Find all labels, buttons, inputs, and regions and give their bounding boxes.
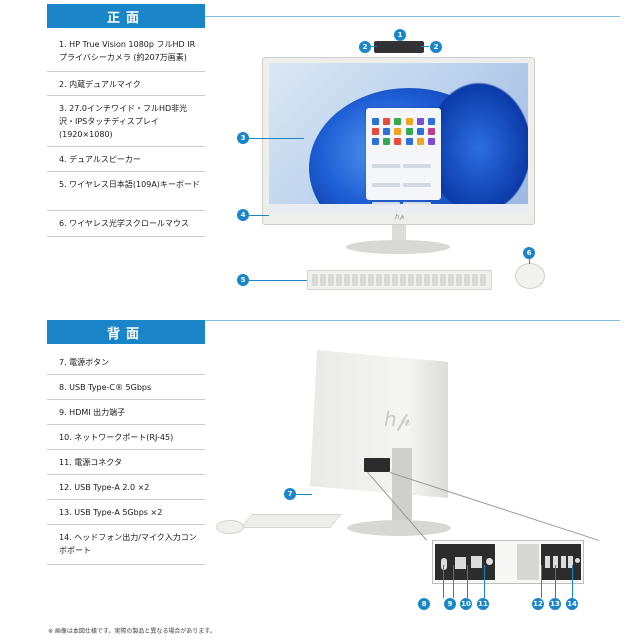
callout-badge-14: 14	[566, 598, 578, 610]
usb-a-port-icon	[561, 556, 566, 568]
port-panel-divider	[517, 544, 539, 580]
back-spec-list: 7. 電源ボタン 8. USB Type-C® 5Gbps 9. HDMI 出力…	[47, 350, 205, 565]
callout-badge-2: 2	[359, 41, 371, 53]
ethernet-port-icon	[471, 556, 482, 568]
display-screen	[269, 63, 528, 212]
callout-leader	[555, 565, 556, 598]
keyboard-illustration	[240, 514, 342, 528]
footnote: ※ 画像は本図仕様です。実際の製品と異なる場合があります。	[48, 628, 216, 635]
hp-logo-icon: ℎ𝓅	[384, 407, 411, 431]
callout-leader	[371, 46, 377, 47]
callout-badge-5: 5	[237, 274, 249, 286]
monitor-chin: ℎ𝓅	[263, 211, 534, 224]
callout-leader	[541, 565, 542, 598]
audio-jack-icon	[575, 558, 580, 563]
callout-leader	[296, 494, 312, 495]
hdmi-port-icon	[455, 557, 466, 569]
section-divider	[205, 16, 620, 17]
spec-item-mouse: 6. ワイヤレス光学スクロールマウス	[47, 211, 205, 237]
callout-leader	[249, 138, 304, 139]
callout-badge-8: 8	[418, 598, 430, 610]
callout-badge-9: 9	[444, 598, 456, 610]
callout-leader	[484, 565, 485, 598]
start-menu-illustration	[366, 108, 441, 206]
webcam-illustration	[374, 41, 424, 53]
port-panel-right	[541, 544, 581, 580]
spec-item-display: 3. 27.0インチワイド・フルHD非光沢・IPSタッチディスプレイ (1920…	[47, 96, 205, 147]
callout-badge-3: 3	[237, 132, 249, 144]
hp-logo-icon: ℎ𝓅	[395, 213, 405, 221]
spec-item-power-connector: 11. 電源コネクタ	[47, 450, 205, 475]
mouse-illustration	[216, 520, 244, 534]
monitor-front-illustration: ℎ𝓅	[262, 57, 535, 225]
stand-base	[347, 520, 451, 536]
callout-badge-10: 10	[460, 598, 472, 610]
rear-port-cluster	[364, 458, 390, 472]
stand-base	[346, 240, 450, 254]
front-section-header: 正面	[47, 4, 205, 28]
callout-leader	[421, 46, 429, 47]
spec-item-usb-a-20: 12. USB Type-A 2.0 ×2	[47, 475, 205, 500]
spec-item-usb-c: 8. USB Type-C® 5Gbps	[47, 375, 205, 400]
taskbar	[269, 204, 528, 212]
port-detail-panel	[432, 540, 584, 584]
callout-badge-13: 13	[549, 598, 561, 610]
mouse-illustration	[515, 263, 545, 289]
keyboard-illustration	[307, 270, 492, 290]
spec-item-keyboard: 5. ワイヤレス日本語(109A)キーボード	[47, 172, 205, 211]
spec-item-audio-combo: 14. ヘッドフォン出力/マイク入力コンボポート	[47, 525, 205, 565]
spec-item-usb-a-5gbps: 13. USB Type-A 5Gbps ×2	[47, 500, 205, 525]
usb-a-port-icon	[545, 556, 550, 568]
callout-leader	[249, 280, 307, 281]
callout-leader	[529, 259, 530, 264]
spec-item-speakers: 4. デュアルスピーカー	[47, 147, 205, 172]
port-panel-left	[435, 544, 495, 580]
usb-a-port-icon	[553, 556, 558, 568]
power-connector-icon	[486, 558, 493, 565]
spec-item-camera: 1. HP True Vision 1080p フルHD IR プライバシーカメ…	[47, 32, 205, 72]
callout-badge-2: 2	[430, 41, 442, 53]
callout-badge-12: 12	[532, 598, 544, 610]
callout-badge-6: 6	[523, 247, 535, 259]
monitor-back-illustration	[310, 350, 448, 498]
spec-item-network-port: 10. ネットワークポート(RJ-45)	[47, 425, 205, 450]
section-divider	[205, 320, 620, 321]
back-section-header: 背面	[47, 320, 205, 344]
callout-badge-11: 11	[477, 598, 489, 610]
stand-neck	[392, 448, 412, 528]
callout-leader	[249, 215, 269, 216]
spec-item-power-button: 7. 電源ボタン	[47, 350, 205, 375]
callout-leader	[453, 565, 454, 598]
spec-item-microphone: 2. 内蔵デュアルマイク	[47, 72, 205, 96]
callout-badge-1: 1	[394, 29, 406, 41]
spec-item-hdmi: 9. HDMI 出力端子	[47, 400, 205, 425]
callout-leader	[467, 565, 468, 598]
front-spec-list: 1. HP True Vision 1080p フルHD IR プライバシーカメ…	[47, 32, 205, 237]
usb-c-port-icon	[441, 558, 447, 570]
usb-a-port-icon	[568, 556, 573, 568]
callout-badge-4: 4	[237, 209, 249, 221]
callout-leader	[572, 565, 573, 598]
callout-badge-7: 7	[284, 488, 296, 500]
callout-leader	[443, 565, 444, 598]
